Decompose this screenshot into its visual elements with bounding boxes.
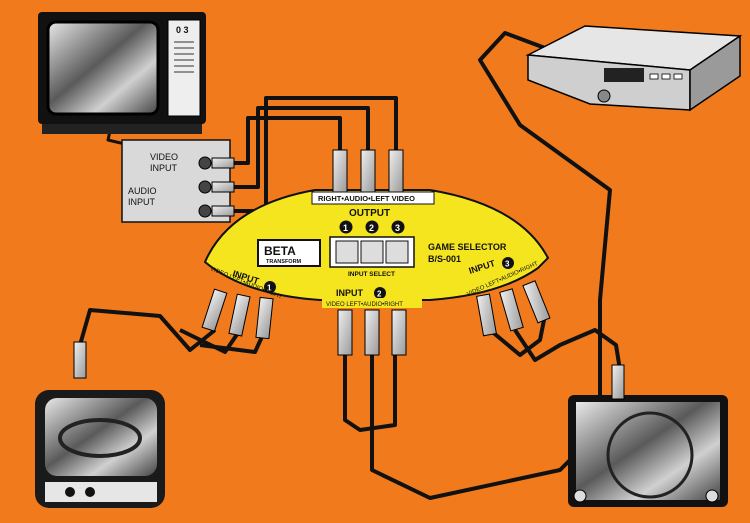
output-label: OUTPUT <box>349 208 390 219</box>
input1-number-badge <box>264 281 276 293</box>
input1-number: 1 <box>267 284 272 293</box>
plug-console-left <box>73 341 87 379</box>
cable-input1-b <box>179 328 242 354</box>
cables <box>78 31 622 500</box>
model-line-1: GAME SELECTOR <box>428 242 507 252</box>
output-label-strip <box>311 191 435 205</box>
video-input-label-1: VIDEO <box>150 152 178 162</box>
console-left-top <box>45 398 157 476</box>
tv-base <box>42 124 202 134</box>
tv-panel-digits: 0 3 <box>176 25 189 35</box>
output-top-label: RIGHT•AUDIO•LEFT VIDEO <box>318 194 415 203</box>
console-right-button-2 <box>705 489 719 503</box>
input3-number: 3 <box>505 260 510 269</box>
input2-word: INPUT <box>336 288 364 298</box>
video-input-label-2: INPUT <box>150 163 178 173</box>
input2-number: 2 <box>377 290 382 299</box>
brand-badge <box>257 239 321 267</box>
model-line-2: B/S-001 <box>428 254 461 264</box>
input3-plugs <box>476 280 551 337</box>
tv-input-panel <box>121 139 231 223</box>
vcr-buttons <box>649 73 683 80</box>
cable-output-right <box>232 116 342 165</box>
select-button-1[interactable] <box>335 240 359 264</box>
console-plugs <box>73 341 625 400</box>
console-right-top <box>576 402 720 500</box>
input-select-label: INPUT SELECT <box>348 271 395 278</box>
tv-input-box: VIDEO INPUT AUDIO INPUT <box>121 139 235 223</box>
input2-sub: VIDEO LEFT•AUDIO•RIGHT <box>326 302 403 308</box>
tv-screen <box>46 20 160 116</box>
vcr-front <box>527 54 691 111</box>
console-left-front <box>45 482 157 502</box>
input3-number-badge <box>502 257 514 269</box>
console-left-port-1 <box>65 487 75 497</box>
cable-input2-a <box>343 355 397 432</box>
cable-input3-b <box>513 328 622 371</box>
game-console-right <box>568 395 728 507</box>
select-number-2: 2 <box>369 223 374 233</box>
brand-sub: TRANSFORM <box>266 259 302 265</box>
input2-sub-strip <box>322 298 422 308</box>
audio-input-label-2: INPUT <box>128 197 156 207</box>
cable-output-left <box>232 106 370 189</box>
game-selector: RIGHT•AUDIO•LEFT VIDEO OUTPUT BETA TRANS… <box>203 149 550 308</box>
tv-control-panel <box>167 19 201 117</box>
vcr-side <box>689 34 741 112</box>
plug-console-right <box>611 364 625 400</box>
input2-number-badge <box>374 287 386 299</box>
input2-plugs <box>337 309 407 356</box>
cable-input1 <box>78 308 217 352</box>
console-left-port-2 <box>85 487 95 497</box>
audio-input-label-1: AUDIO <box>128 186 157 196</box>
console-right-button-1 <box>573 489 587 503</box>
vcr-display <box>604 68 644 82</box>
input1-plugs <box>201 288 274 340</box>
console-left-cart-slot <box>58 418 142 458</box>
tv-speaker-grille <box>174 41 194 73</box>
tv-input-jacks <box>198 156 212 218</box>
game-console-left <box>35 390 165 508</box>
select-button-2[interactable] <box>360 240 384 264</box>
output-plugs <box>332 149 404 193</box>
console-right-lid <box>606 411 694 499</box>
cable-input3-a <box>488 314 547 357</box>
select-button-3[interactable] <box>385 240 409 264</box>
video-recorder <box>525 25 743 112</box>
brand-name: BETA <box>264 244 296 258</box>
television: 0 3 <box>38 12 206 134</box>
select-number-1: 1 <box>343 223 348 233</box>
tv-input-plugs <box>211 157 235 217</box>
cable-input2-b <box>370 31 612 500</box>
vcr-knob <box>597 89 611 103</box>
select-number-badges <box>339 220 405 234</box>
select-number-3: 3 <box>395 223 400 233</box>
